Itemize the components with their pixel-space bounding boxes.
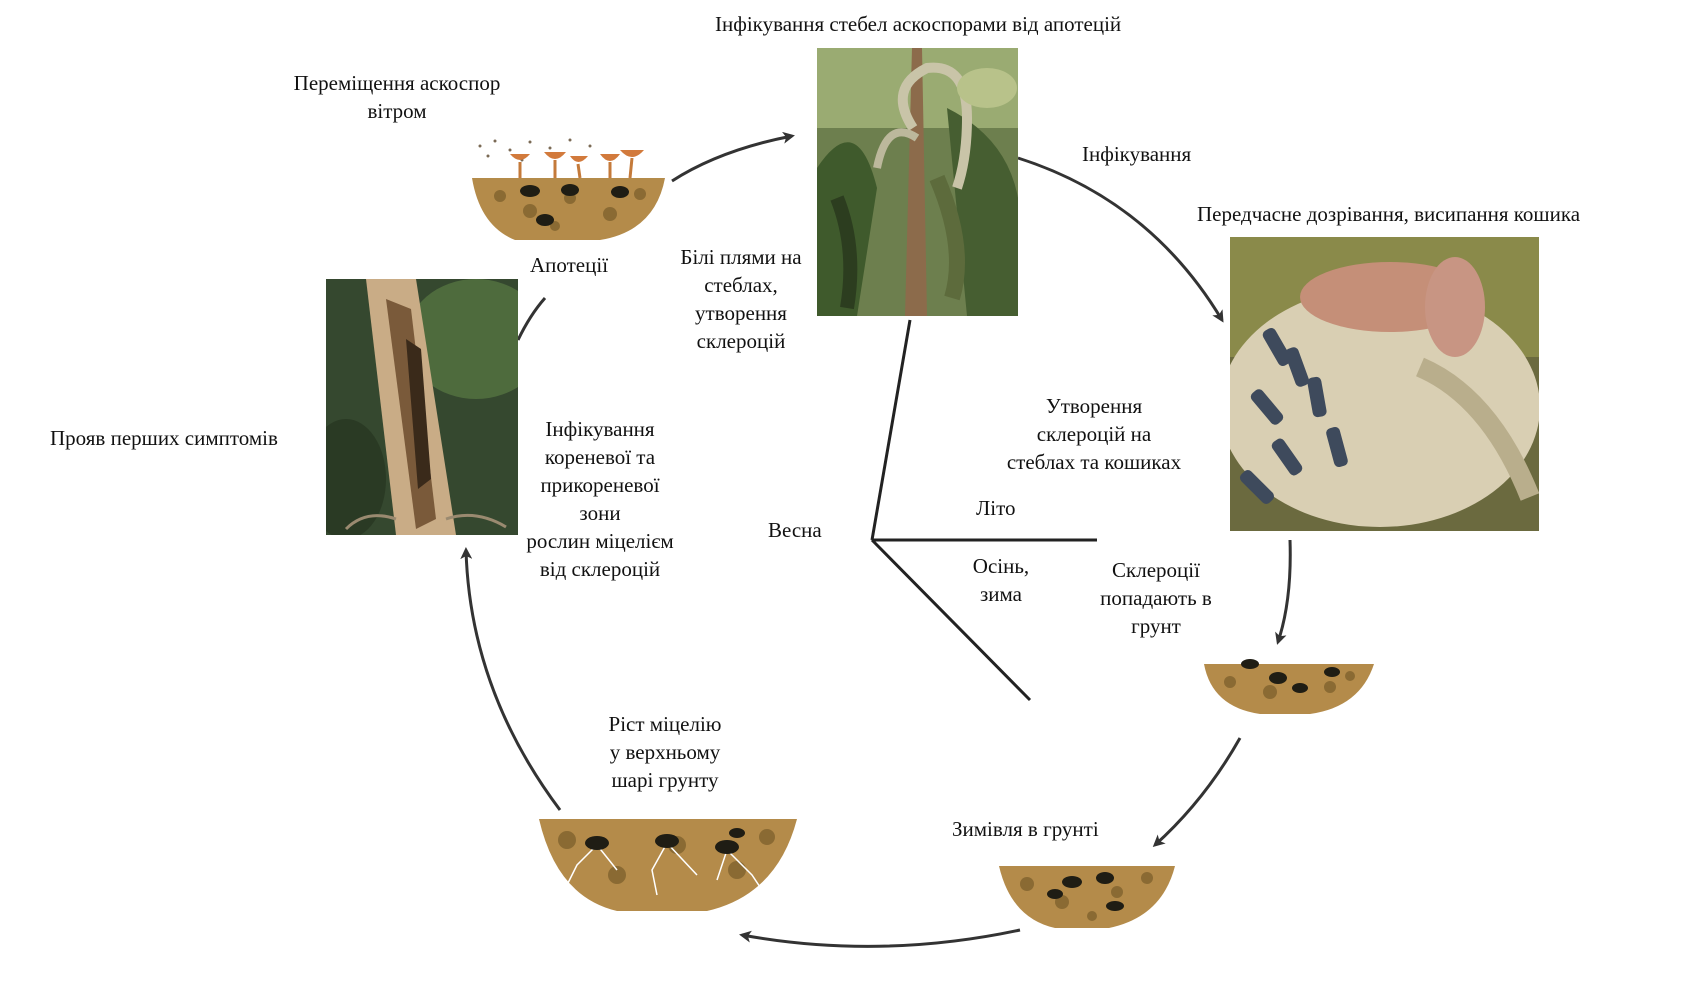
apothecia-soil-illustration [460, 136, 670, 246]
label-spring: Весна [768, 518, 822, 542]
label-infection: Інфікування [1082, 142, 1192, 166]
label-sclerotia-into-soil-line-1: Склероції [1112, 558, 1200, 582]
label-stem-infection-title: Інфікування стебел аскоспорами від апоте… [715, 12, 1122, 36]
label-apothecia: Апотеції [530, 253, 609, 277]
label-root-infection-line-6: від склероцій [539, 557, 661, 581]
sclerotia-soil-illustration [1200, 652, 1378, 717]
sunflower-head-photo [1230, 237, 1539, 531]
arrow-mycelium-to-root [460, 547, 562, 811]
arrow-apothecia-to-stem [671, 131, 795, 183]
arrow-overwinter-to-mycelium [739, 928, 1021, 948]
label-mycelium-growth-line-3: шарі грунту [611, 768, 719, 792]
label-mycelium-growth-line-2: у верхньому [609, 740, 721, 764]
label-sclerotia-formation-line-1: Утворення [1045, 394, 1143, 418]
label-mycelium-growth-line-1: Ріст міцелію [608, 712, 722, 736]
label-wind-line-2: вітром [367, 99, 427, 123]
label-white-spots: Білі плями на стеблах, утворення склероц… [670, 243, 812, 355]
label-premature-maturation: Передчасне дозрівання, висипання кошика [1197, 202, 1581, 226]
label-sclerotia-into-soil: Склероції попадають в грунт [1083, 556, 1229, 640]
arrow-head-to-soil [1275, 539, 1292, 645]
label-overwintering: Зимівля в грунті [952, 817, 1099, 841]
root-rot-photo [326, 279, 518, 535]
label-autumn-winter-line-2: зима [980, 582, 1022, 606]
arrow-stem-to-head [1017, 156, 1224, 323]
label-root-infection-line-5: рослин міцелієм [526, 529, 674, 553]
line-root-to-apothecia [516, 297, 547, 341]
label-wind-transfer: Переміщення аскоспор вітром [272, 69, 522, 125]
label-root-infection-line-1: Інфікування [545, 417, 655, 441]
stem-infection-photo [817, 48, 1018, 316]
label-root-infection: Інфікування кореневої та прикореневої зо… [510, 415, 690, 583]
label-sclerotia-into-soil-line-3: грунт [1131, 614, 1181, 638]
overwintering-soil-illustration [997, 862, 1177, 932]
label-white-spots-line-4: склероцій [696, 329, 786, 353]
label-autumn-winter-line-1: Осінь, [972, 554, 1030, 578]
label-sclerotia-into-soil-line-2: попадають в [1100, 586, 1212, 610]
label-sclerotia-formation: Утворення склероцій на стеблах та кошика… [984, 392, 1204, 476]
label-mycelium-growth: Ріст міцелію у верхньому шарі грунту [590, 710, 740, 794]
label-root-infection-line-3: прикореневої [540, 473, 660, 497]
label-root-infection-line-2: кореневої та [544, 445, 656, 469]
label-autumn-winter: Осінь, зима [958, 552, 1044, 608]
label-sclerotia-formation-line-2: склероцій на [1036, 422, 1152, 446]
season-line-autumn-spring [870, 538, 1032, 702]
label-white-spots-line-3: утворення [695, 301, 787, 325]
season-line-spring-summer [870, 319, 912, 541]
mycelium-soil-illustration [537, 815, 799, 915]
label-root-infection-line-4: зони [579, 501, 621, 525]
label-wind-line-1: Переміщення аскоспор [293, 71, 501, 95]
label-white-spots-line-1: Білі плями на [680, 245, 802, 269]
arrow-soil-to-overwinter [1152, 737, 1242, 848]
label-white-spots-line-2: стеблах, [704, 273, 778, 297]
label-first-symptoms: Прояв перших симптомів [50, 426, 278, 450]
label-summer: Літо [976, 496, 1016, 520]
label-sclerotia-formation-line-3: стеблах та кошиках [1006, 450, 1182, 474]
